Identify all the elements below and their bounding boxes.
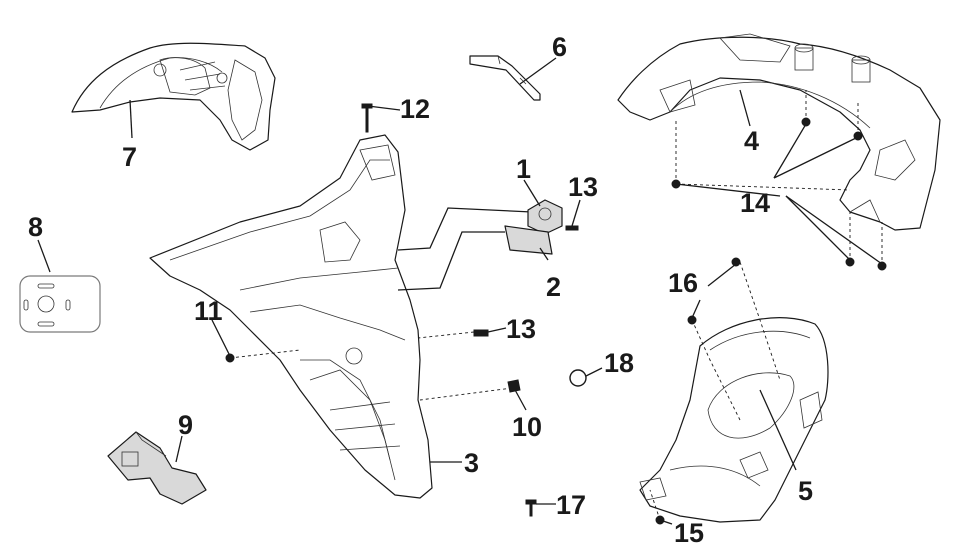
callout-10: 10 bbox=[512, 412, 542, 442]
callout-18: 18 bbox=[604, 348, 634, 378]
part-6-bracket bbox=[469, 55, 541, 101]
callout-7: 7 bbox=[122, 142, 137, 172]
bolt-16-b-icon bbox=[687, 315, 697, 325]
part-4-rear-body bbox=[617, 33, 941, 231]
part-9-clip bbox=[107, 431, 207, 505]
screw-13-upper-icon bbox=[565, 225, 579, 231]
callout-3: 3 bbox=[464, 448, 479, 478]
callout-2: 2 bbox=[546, 272, 561, 302]
callout-16: 16 bbox=[668, 268, 698, 298]
callout-15: 15 bbox=[674, 518, 704, 548]
screw-12-icon bbox=[361, 103, 373, 133]
leader-lines bbox=[37, 57, 883, 525]
part-7-front-cowl bbox=[71, 42, 276, 151]
callout-13-upper: 13 bbox=[568, 172, 598, 202]
bolt-14-d-icon bbox=[845, 257, 855, 267]
fasteners bbox=[225, 103, 887, 525]
callout-13-lower: 13 bbox=[506, 314, 536, 344]
callout-labels: 1 2 3 4 5 6 7 8 9 10 11 12 13 13 14 15 1… bbox=[28, 32, 813, 548]
bolt-14-b-icon bbox=[801, 117, 811, 127]
grommet-18-icon bbox=[569, 369, 587, 387]
part-2-cover bbox=[504, 225, 553, 255]
bolt-16-a-icon bbox=[731, 257, 741, 267]
part-1-socket bbox=[527, 199, 563, 235]
wire-harness bbox=[397, 207, 533, 291]
callout-5: 5 bbox=[798, 476, 813, 506]
callout-4: 4 bbox=[744, 126, 759, 156]
part-8-gasket-plate bbox=[19, 275, 101, 333]
callout-1: 1 bbox=[516, 154, 531, 184]
part-3-inner-shield bbox=[149, 134, 433, 499]
assembly-lines bbox=[229, 90, 883, 521]
screw-17-icon bbox=[525, 499, 537, 517]
nut-10-icon bbox=[507, 379, 521, 393]
callout-14: 14 bbox=[740, 188, 770, 218]
callout-9: 9 bbox=[178, 410, 193, 440]
callout-12: 12 bbox=[400, 94, 430, 124]
callout-17: 17 bbox=[556, 490, 586, 520]
callout-6: 6 bbox=[552, 32, 567, 62]
bolt-11-icon bbox=[225, 353, 235, 363]
screw-13-lower-icon bbox=[473, 329, 489, 337]
callout-8: 8 bbox=[28, 212, 43, 242]
callout-11: 11 bbox=[194, 296, 223, 326]
part-5-rear-fender bbox=[639, 317, 829, 523]
bolt-14-e-icon bbox=[877, 261, 887, 271]
